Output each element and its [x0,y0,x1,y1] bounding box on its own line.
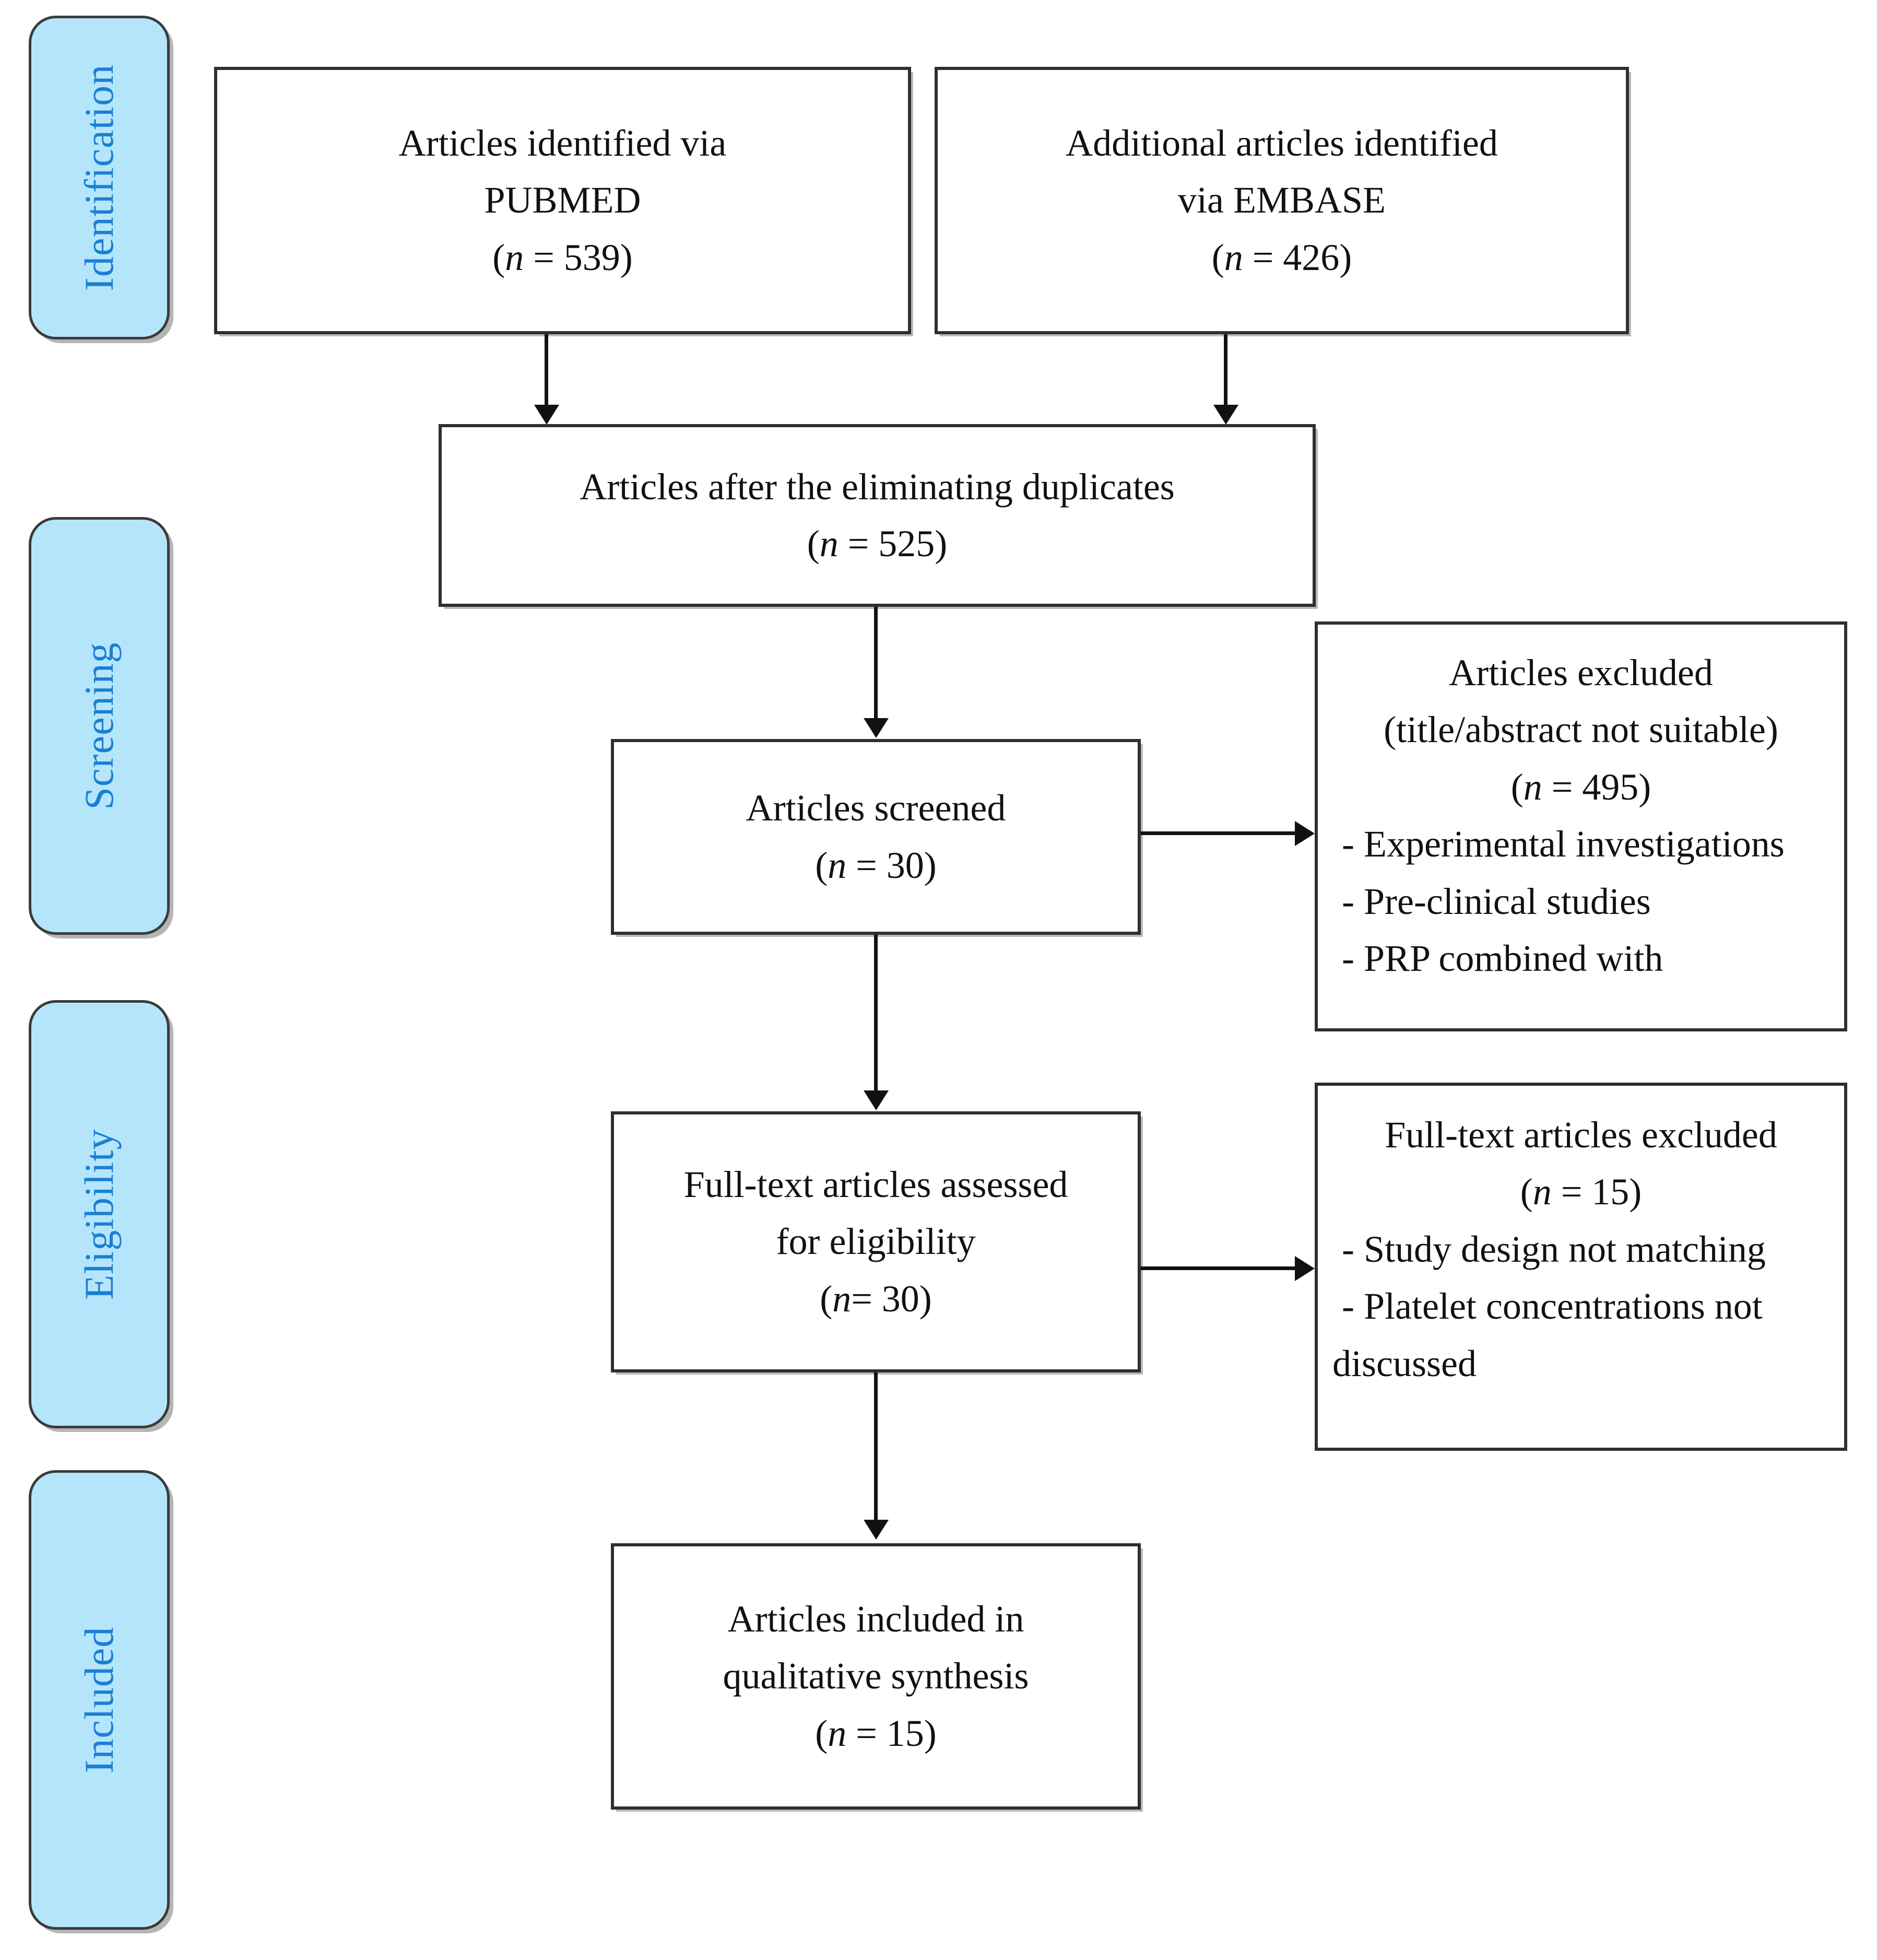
stage-label-eligibility: Eligibility [76,1129,122,1300]
excluded-screen-count-n: n [1523,766,1542,808]
box-articles-after-duplicates: Articles after the eliminating duplicate… [439,424,1316,607]
fulltext-count: (n= 30) [614,1271,1138,1328]
screened-count-open: ( [815,844,828,886]
embase-count: (n = 426) [938,229,1626,286]
excluded-fulltext-count-n: n [1532,1171,1552,1213]
embase-count-value: = 426) [1243,236,1352,278]
duplicates-count-n: n [819,523,839,565]
stage-pill-screening: Screening [29,517,170,935]
fulltext-count-open: ( [820,1277,833,1320]
embase-line-1: Additional articles identified [1066,122,1498,164]
excluded-fulltext-count: (n = 15) [1318,1164,1844,1220]
stage-label-screening: Screening [76,642,122,810]
connector-screened-to-fulltext [874,935,878,1092]
excluded-screen-bullet-1: - Experimental investigations [1342,823,1785,865]
connector-pubmed-to-duplicates [545,334,548,406]
excluded-fulltext-bullet-2: - Platelet concentrations not [1342,1285,1763,1328]
duplicates-count-open: ( [807,523,820,565]
excluded-fulltext-wrap: discussed [1332,1342,1477,1384]
stage-pill-included: Included [29,1470,170,1930]
included-count-n: n [828,1712,847,1754]
excluded-screen-count: (n = 495) [1318,759,1844,816]
fulltext-count-value: = 30) [851,1277,932,1320]
connector-duplicates-to-screened [874,607,878,719]
fulltext-line-1: Full-text articles assessed [683,1163,1068,1205]
excluded-screen-line-1: Articles excluded [1449,652,1713,694]
duplicates-count-value: = 525) [838,523,948,565]
pubmed-count-open: ( [492,236,505,278]
box-articles-pubmed: Articles identified via PUBMED (n = 539) [214,67,911,334]
pubmed-line-2: PUBMED [484,179,641,221]
stage-label-identification: Identification [76,64,122,291]
connector-embase-to-duplicates [1224,334,1227,406]
arrowhead-fulltext-to-excluded [1295,1256,1315,1281]
included-count: (n = 15) [614,1705,1138,1762]
embase-count-open: ( [1211,236,1224,278]
stage-pill-identification: Identification [29,16,170,339]
included-count-value: = 15) [846,1712,937,1754]
excluded-fulltext-line-1: Full-text articles excluded [1385,1114,1777,1156]
pubmed-line-1: Articles identified via [398,122,727,164]
fulltext-line-2: for eligibility [776,1220,976,1263]
arrowhead-embase-to-duplicates [1213,405,1238,425]
box-articles-included: Articles included in qualitative synthes… [611,1543,1141,1810]
stage-pill-eligibility: Eligibility [29,1000,170,1428]
excluded-screen-bullet-2: - Pre-clinical studies [1342,880,1651,922]
included-count-open: ( [815,1712,828,1754]
excluded-fulltext-count-value: = 15) [1551,1171,1642,1213]
box-fulltext-excluded: Full-text articles excluded (n = 15) - S… [1315,1083,1847,1451]
box-fulltext-assessed: Full-text articles assessed for eligibil… [611,1111,1141,1372]
arrowhead-pubmed-to-duplicates [534,405,559,425]
pubmed-count-n: n [505,236,524,278]
connector-fulltext-to-excluded [1141,1266,1297,1270]
excluded-screen-count-open: ( [1510,766,1524,808]
pubmed-count-value: = 539) [524,236,633,278]
excluded-screen-bullet-3: - PRP combined with [1342,937,1663,980]
box-articles-screened: Articles screened (n = 30) [611,739,1141,935]
box-articles-embase: Additional articles identified via EMBAS… [935,67,1629,334]
duplicates-count: (n = 525) [442,515,1313,572]
connector-screened-to-excluded [1141,831,1297,835]
arrowhead-duplicates-to-screened [864,718,889,738]
excluded-screen-line-2: (title/abstract not suitable) [1384,709,1778,751]
screened-count-value: = 30) [846,844,937,886]
screened-count-n: n [828,844,847,886]
embase-count-n: n [1224,236,1243,278]
excluded-screen-count-value: = 495) [1542,766,1651,808]
duplicates-line-1: Articles after the eliminating duplicate… [580,465,1175,508]
included-line-2: qualitative synthesis [723,1655,1029,1697]
arrowhead-fulltext-to-included [864,1520,889,1540]
excluded-fulltext-count-open: ( [1520,1171,1533,1213]
connector-fulltext-to-included [874,1372,878,1521]
included-line-1: Articles included in [727,1598,1024,1640]
screened-line-1: Articles screened [746,787,1006,829]
arrowhead-screened-to-fulltext [864,1090,889,1110]
screened-count: (n = 30) [614,837,1138,894]
excluded-fulltext-bullet-1: - Study design not matching [1342,1228,1766,1270]
box-articles-excluded-screening: Articles excluded (title/abstract not su… [1315,621,1847,1031]
embase-line-2: via EMBASE [1177,179,1386,221]
arrowhead-screened-to-excluded [1295,821,1315,846]
pubmed-count: (n = 539) [217,229,908,286]
fulltext-count-n: n [832,1277,852,1320]
stage-label-included: Included [76,1626,122,1774]
